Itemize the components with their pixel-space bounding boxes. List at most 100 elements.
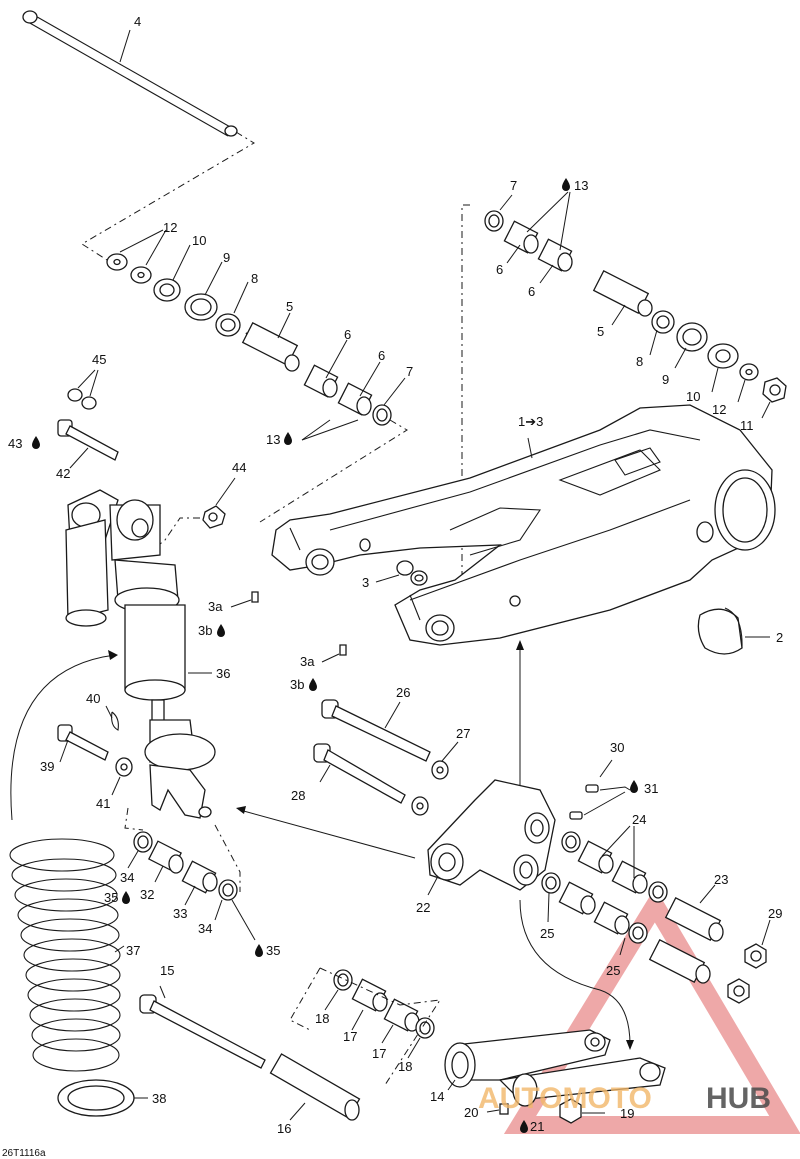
leader-4 (119, 29, 131, 63)
leader-26 (384, 701, 401, 729)
label-24: 24 (632, 812, 646, 827)
label-45: 45 (92, 352, 106, 367)
label-17-b: 17 (372, 1046, 386, 1061)
label-42: 42 (56, 466, 70, 481)
leader-27 (441, 741, 459, 762)
label-9-left: 9 (223, 250, 230, 265)
shock-bolt-42 (57, 419, 119, 461)
label-18-a: 18 (315, 1011, 329, 1026)
label-25-b: 25 (606, 963, 620, 978)
link-arm (444, 1029, 666, 1107)
leaders-45 (77, 369, 99, 397)
leader-3 (375, 574, 400, 583)
label-5-right: 5 (597, 324, 604, 339)
label-5-left: 5 (286, 299, 293, 314)
label-6-left-b: 6 (378, 348, 385, 363)
drop-icon-35-a (122, 891, 130, 904)
label-34-a: 34 (120, 870, 134, 885)
bolts-26-28 (313, 699, 431, 804)
shock-absorber (65, 489, 216, 819)
arrow-to-swingarm-head (516, 640, 524, 650)
label-17-a: 17 (343, 1029, 357, 1044)
label-35-a: 35 (104, 890, 118, 905)
leader-41 (111, 776, 121, 796)
label-15: 15 (160, 963, 174, 978)
label-13-right: 13 (574, 178, 588, 193)
label-6-left-a: 6 (344, 327, 351, 342)
diagram-code: 26T1116a (2, 1148, 46, 1159)
rocker-link (427, 779, 556, 891)
leader-22 (427, 877, 438, 896)
label-11: 11 (740, 418, 754, 433)
label-19: 19 (620, 1106, 634, 1121)
label-8-right: 8 (636, 354, 643, 369)
drop-icon-13-left (284, 432, 292, 445)
coil-spring (9, 838, 121, 1072)
arrow-to-shock-head (236, 806, 246, 814)
watermark-word-a: AUTOMOTO (478, 1082, 652, 1115)
dash-link-a (289, 967, 321, 1031)
leader-37 (114, 945, 125, 953)
rings-45 (67, 388, 97, 410)
label-23: 23 (714, 872, 728, 887)
spring-seat (57, 1079, 135, 1117)
label-12-right: 12 (712, 402, 726, 417)
leader-31b (583, 791, 626, 816)
drop-icon-21 (520, 1120, 528, 1133)
leader-3a-1 (230, 599, 252, 608)
label-7-right: 7 (510, 178, 517, 193)
label-7-left: 7 (406, 364, 413, 379)
label-1-3: 1➔3 (518, 414, 543, 429)
leaders-left-stack (119, 229, 406, 441)
shock-lower-bushings (133, 831, 238, 901)
fitting-20 (499, 1103, 509, 1115)
label-41: 41 (96, 796, 110, 811)
spring-arrow (10, 654, 116, 821)
label-14: 14 (430, 1089, 444, 1104)
label-27: 27 (456, 726, 470, 741)
arrow-to-link (519, 899, 631, 1046)
label-20: 20 (464, 1105, 478, 1120)
label-34-b: 34 (198, 921, 212, 936)
leader-40 (105, 705, 113, 719)
label-3b-1: 3b (198, 623, 212, 638)
leaders-lower-shock (127, 850, 256, 941)
label-4: 4 (134, 14, 141, 29)
drop-icon-35-b (255, 944, 263, 957)
label-3b-2: 3b (290, 677, 304, 692)
label-43: 43 (8, 436, 22, 451)
washers-27 (411, 760, 449, 816)
label-2: 2 (776, 630, 783, 645)
label-37: 37 (126, 943, 140, 958)
label-29: 29 (768, 906, 782, 921)
lubricant-drop-icons (32, 178, 638, 1133)
label-40: 40 (86, 691, 100, 706)
label-13-left: 13 (266, 432, 280, 447)
leader-44 (215, 477, 236, 506)
washer-41 (115, 757, 133, 777)
label-31: 31 (644, 781, 658, 796)
leader-3a-2 (321, 653, 340, 663)
leader-16 (289, 1102, 306, 1121)
label-38: 38 (152, 1091, 166, 1106)
drop-icon-43 (32, 436, 40, 449)
drop-icon-3b-2 (309, 678, 317, 691)
end-cap (697, 607, 743, 655)
label-3a-2: 3a (300, 654, 315, 669)
leader-1-3 (527, 437, 533, 459)
label-10-left: 10 (192, 233, 206, 248)
leader-14 (447, 1079, 456, 1091)
dash-shock-nut (154, 517, 200, 549)
arrow-to-shock (239, 809, 416, 859)
dash-axle-left (81, 131, 255, 261)
label-44: 44 (232, 460, 246, 475)
clip-40 (111, 711, 119, 731)
label-6-right-a: 6 (496, 262, 503, 277)
label-30: 30 (610, 740, 624, 755)
watermark-text: AUTOMOTO HUB (478, 1082, 771, 1115)
label-35-b: 35 (266, 943, 280, 958)
label-3: 3 (362, 575, 369, 590)
label-8-left: 8 (251, 271, 258, 286)
leader-42 (69, 447, 89, 469)
dash-right-vertical (461, 204, 470, 600)
